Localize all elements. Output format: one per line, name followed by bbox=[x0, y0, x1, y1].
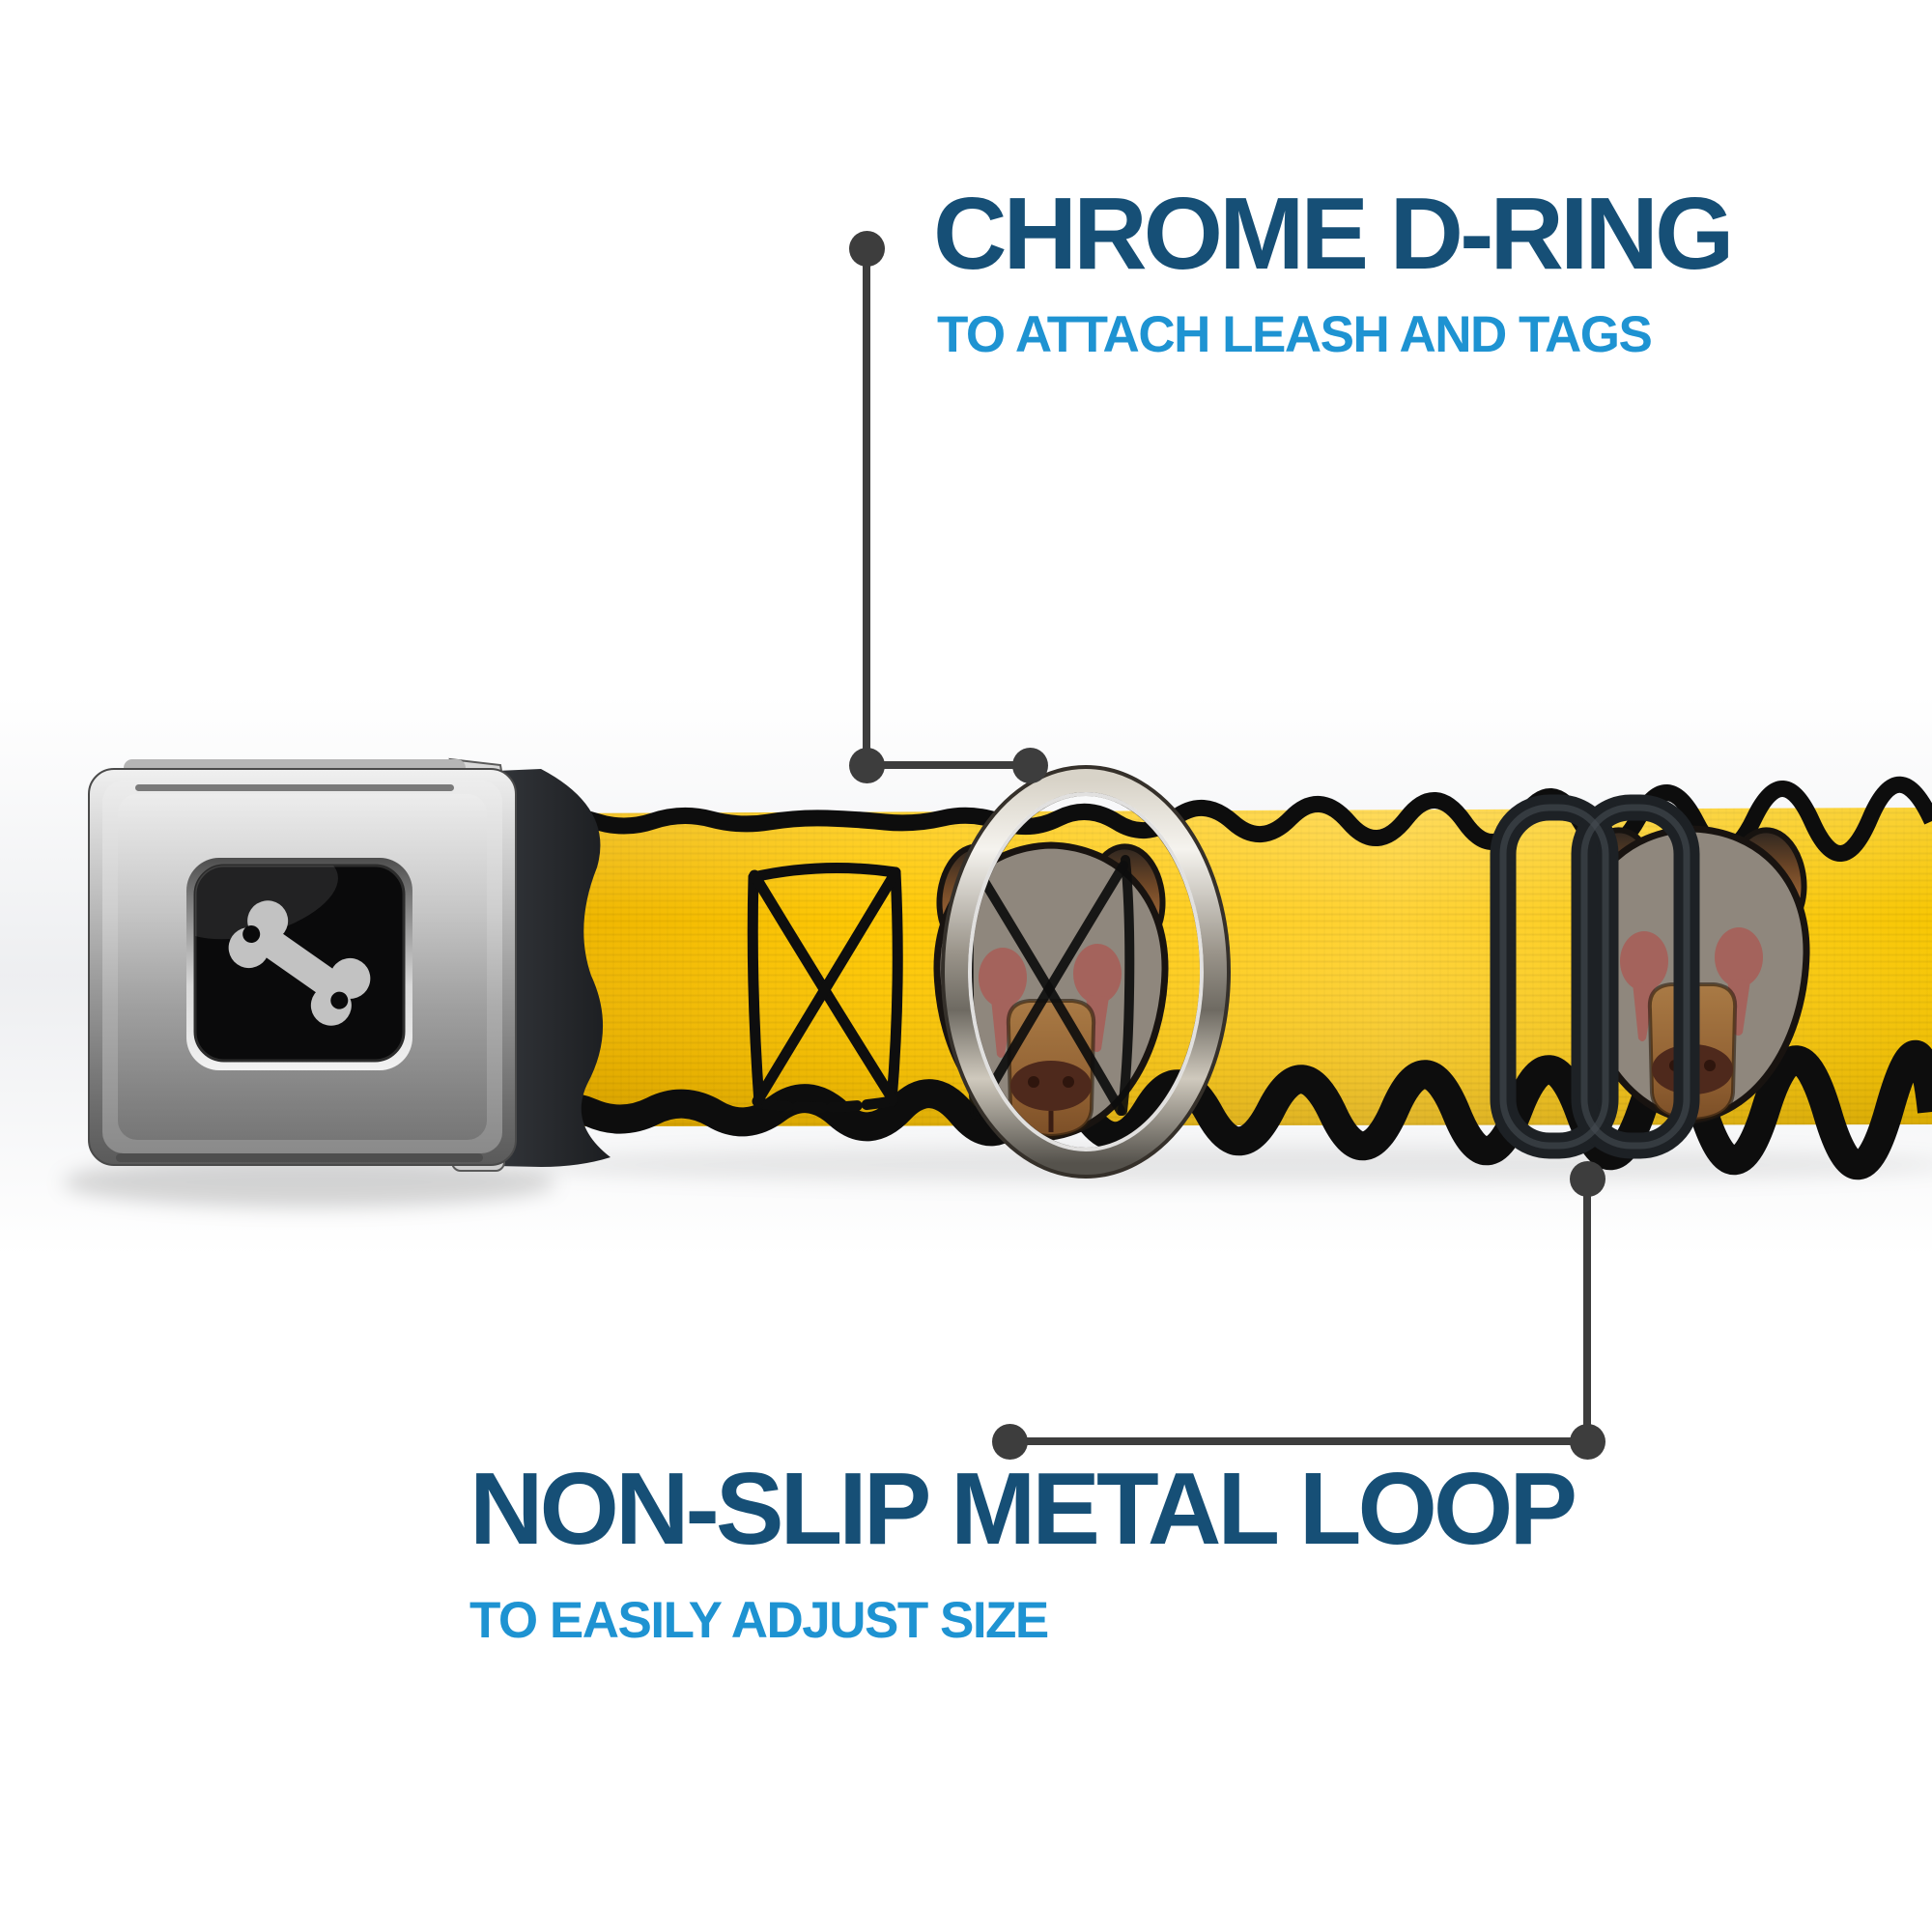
x-box-sketch-pattern bbox=[747, 863, 903, 1114]
callout-dot bbox=[1012, 748, 1048, 783]
callout-top-subtitle: TO ATTACH LEASH AND TAGS bbox=[937, 306, 1653, 363]
callout-line bbox=[863, 248, 870, 765]
callout-line bbox=[867, 761, 1030, 769]
buckle-shadow bbox=[63, 1157, 555, 1208]
callout-dot bbox=[992, 1424, 1028, 1460]
callout-bottom-title: NON-SLIP METAL LOOP bbox=[469, 1452, 1577, 1566]
callout-line bbox=[1009, 1437, 1587, 1445]
callout-bottom-subtitle: TO EASILY ADJUST SIZE bbox=[469, 1592, 1049, 1649]
callout-line bbox=[1583, 1179, 1591, 1441]
chrome-d-ring bbox=[941, 765, 1231, 1179]
callout-top-title: CHROME D-RING bbox=[933, 177, 1734, 291]
metal-loop-slider bbox=[1490, 794, 1700, 1159]
dog-bone-icon bbox=[228, 900, 371, 1026]
belt-bottom-border bbox=[522, 1039, 1932, 1180]
seatbelt-buckle bbox=[88, 757, 611, 1172]
